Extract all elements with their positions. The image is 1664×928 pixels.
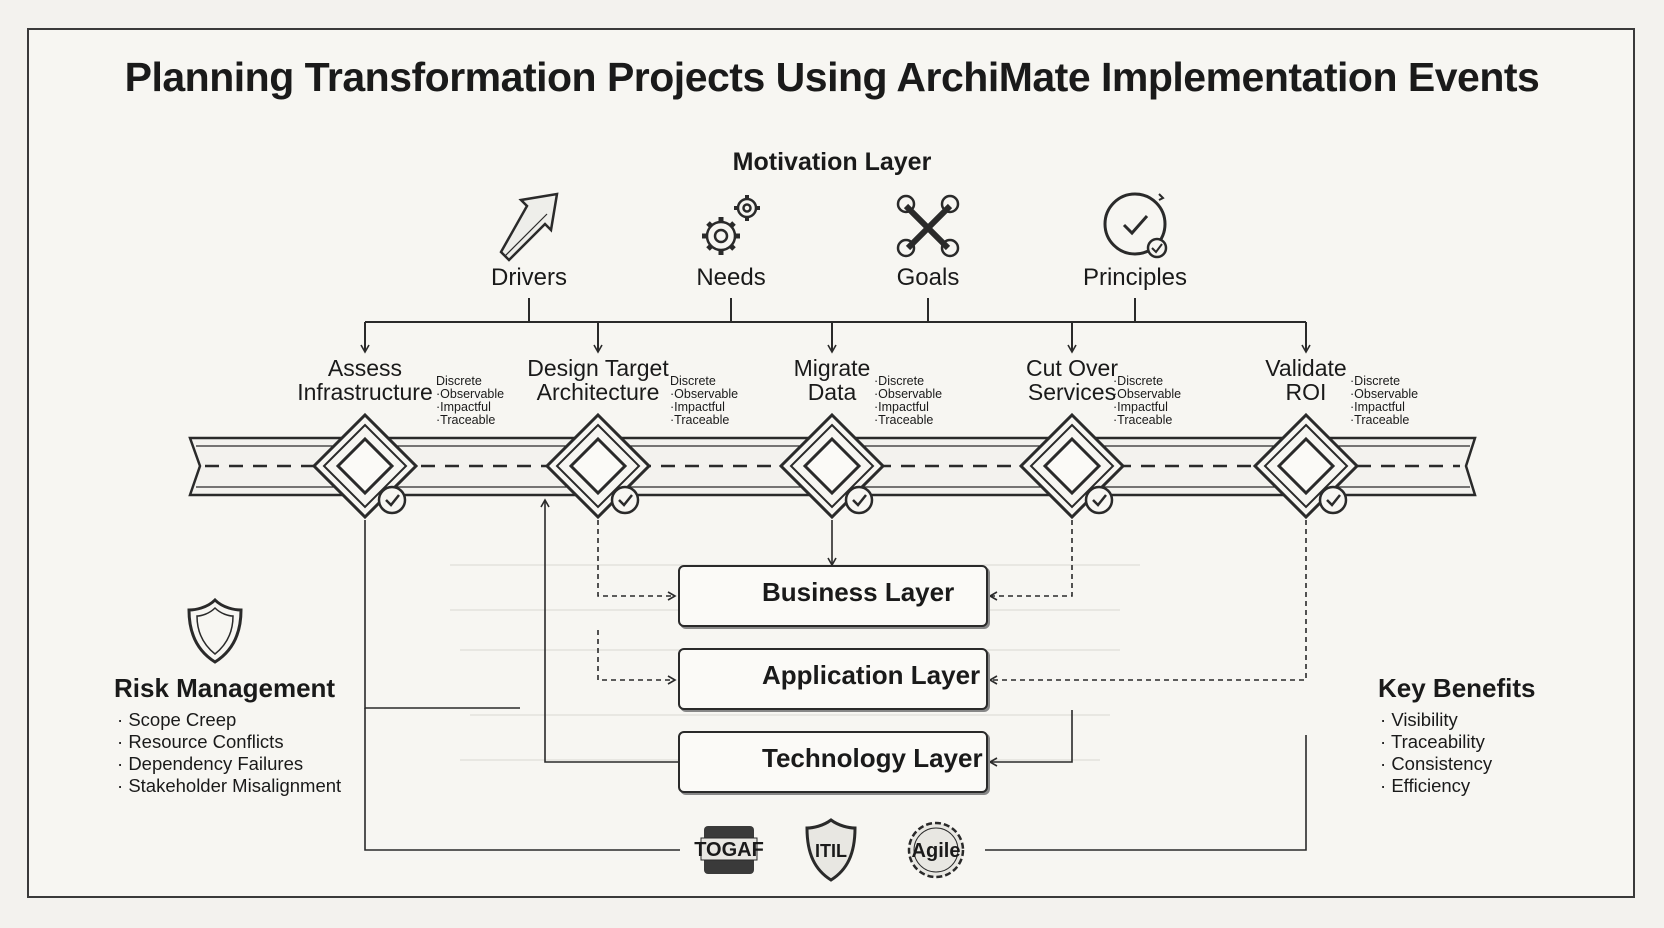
list-item: Resource Conflicts [117, 731, 341, 753]
event-label-design: Design Target Architecture [527, 356, 669, 404]
attr-item: ·Traceable [436, 413, 496, 427]
attr-item: ·Impactful [436, 400, 491, 414]
event-attrs-design: Discrete ·Observable ·Impactful ·Traceab… [670, 375, 738, 427]
event-label-cutover: Cut Over Services [1026, 356, 1118, 404]
milestone-markers [311, 412, 1360, 520]
attr-item: ·Impactful [670, 400, 725, 414]
event-line2: Data [807, 379, 857, 405]
attr-item: ·Discrete [1113, 374, 1164, 388]
event-attrs-validate: ·Discrete ·Observable ·Impactful ·Tracea… [1350, 375, 1418, 427]
togaf-label: TOGAF [694, 839, 764, 861]
attr-item: ·Impactful [874, 400, 929, 414]
application-layer-box[interactable]: Application Layer [678, 648, 988, 710]
attr-item: Discrete [670, 374, 716, 388]
attr-item: ·Observable [874, 387, 943, 401]
check-badge-icon [377, 485, 407, 515]
list-item: Consistency [1380, 753, 1492, 775]
event-label-assess: Assess Infrastructure [297, 356, 433, 404]
risk-management-title: Risk Management [114, 673, 336, 703]
event-label-validate: Validate ROI [1265, 356, 1346, 404]
motivation-label-principles: Principles [1082, 264, 1188, 291]
attr-item: ·Traceable [1113, 413, 1173, 427]
motivation-icons [499, 192, 1168, 262]
milestone-diamond[interactable] [1018, 412, 1126, 520]
event-attrs-assess: Discrete ·Observable ·Impactful ·Traceab… [436, 375, 504, 427]
event-attrs-cutover: ·Discrete ·Observable ·Impactful ·Tracea… [1113, 375, 1181, 427]
check-circle-icon [1103, 192, 1168, 259]
shield-icon [187, 597, 243, 664]
motivation-connectors [360, 298, 1311, 354]
key-benefits-list: Visibility Traceability Consistency Effi… [1380, 709, 1492, 797]
check-badge-icon [610, 485, 640, 515]
itil-badge: ITIL [805, 818, 857, 882]
attr-item: ·Observable [670, 387, 739, 401]
event-line1: Design Target [527, 355, 669, 381]
event-line2: Infrastructure [297, 379, 433, 405]
event-attrs-migrate: ·Discrete ·Observable ·Impactful ·Tracea… [874, 375, 942, 427]
attr-item: ·Traceable [874, 413, 934, 427]
attr-item: ·Observable [436, 387, 505, 401]
attr-item: ·Discrete [874, 374, 925, 388]
event-line2: Services [1027, 379, 1117, 405]
list-item: Stakeholder Misalignment [117, 775, 341, 797]
attr-item: ·Impactful [1113, 400, 1168, 414]
crossed-tools-icon [896, 194, 960, 258]
application-layer-label: Application Layer [762, 660, 981, 690]
attr-item: ·Traceable [670, 413, 730, 427]
milestone-diamond[interactable] [311, 412, 419, 520]
attr-item: ·Discrete [1350, 374, 1401, 388]
gears-icon [702, 195, 760, 255]
motivation-label-drivers: Drivers [491, 264, 567, 291]
attr-item: ·Observable [1350, 387, 1419, 401]
motivation-label-needs: Needs [696, 264, 766, 291]
business-layer-box[interactable]: Business Layer [678, 565, 988, 627]
milestone-diamond[interactable] [544, 412, 652, 520]
togaf-badge: TOGAF [694, 826, 764, 874]
list-item: Dependency Failures [117, 753, 341, 775]
event-line2: Architecture [536, 379, 660, 405]
check-badge-icon [1318, 485, 1348, 515]
arrow-up-right-icon [499, 192, 559, 262]
framework-badges: TOGAF ITIL Agile [694, 818, 965, 882]
check-badge-icon [1084, 485, 1114, 515]
list-item: Efficiency [1380, 775, 1492, 797]
page-title: Planning Transformation Projects Using A… [124, 54, 1540, 100]
list-item: Visibility [1380, 709, 1492, 731]
check-badge-icon [844, 485, 874, 515]
technology-layer-box[interactable]: Technology Layer [678, 731, 988, 793]
risk-management-list: Scope Creep Resource Conflicts Dependenc… [117, 709, 341, 797]
event-label-migrate: Migrate Data [794, 356, 871, 404]
key-benefits-title: Key Benefits [1378, 673, 1536, 703]
business-layer-label: Business Layer [762, 577, 955, 607]
milestone-diamond[interactable] [1252, 412, 1360, 520]
event-line1: Validate [1265, 355, 1347, 381]
attr-item: ·Impactful [1350, 400, 1405, 414]
attr-item: ·Observable [1113, 387, 1182, 401]
event-line2: ROI [1285, 379, 1327, 405]
agile-label: Agile [912, 840, 961, 862]
attr-item: ·Traceable [1350, 413, 1410, 427]
milestone-diamond[interactable] [778, 412, 886, 520]
list-item: Traceability [1380, 731, 1492, 753]
layer-flows [364, 498, 1307, 851]
motivation-layer-title: Motivation Layer [732, 148, 932, 176]
attr-item: Discrete [436, 374, 482, 388]
motivation-label-goals: Goals [896, 264, 960, 291]
technology-layer-label: Technology Layer [762, 743, 983, 773]
event-line1: Migrate [793, 355, 871, 381]
event-line1: Assess [327, 355, 403, 381]
agile-badge: Agile [907, 821, 965, 879]
list-item: Scope Creep [117, 709, 341, 731]
event-line1: Cut Over [1025, 355, 1119, 381]
itil-label: ITIL [815, 841, 847, 861]
